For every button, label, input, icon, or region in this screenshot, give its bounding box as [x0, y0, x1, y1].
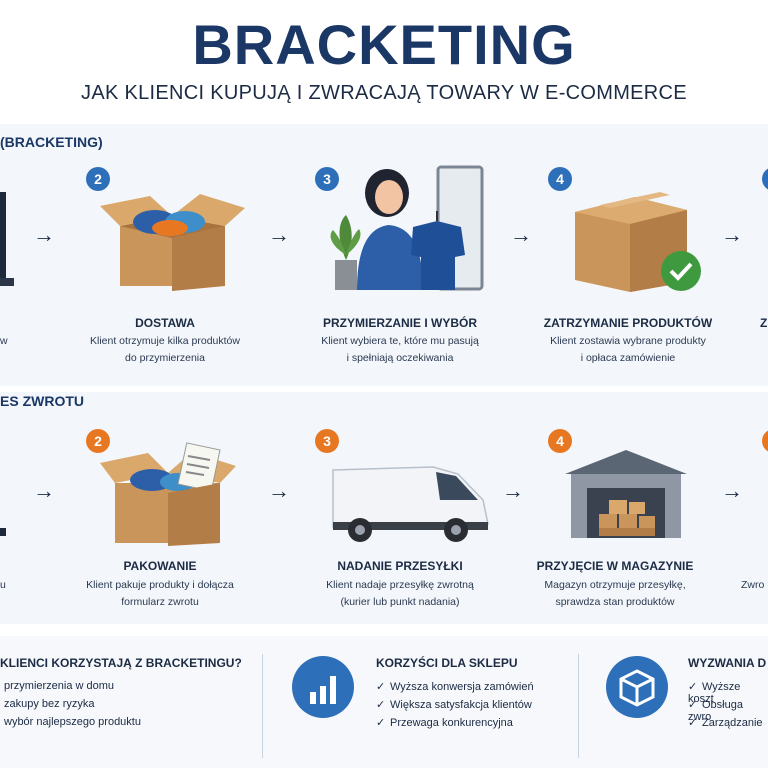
section-label: ES ZWROTU: [0, 393, 84, 409]
list-item: przymierzenia w domu: [4, 680, 115, 692]
packing-box-icon: [100, 438, 240, 553]
check-icon: ✓: [688, 699, 698, 711]
arrow-icon: →: [721, 222, 743, 247]
step-title: PRZYJĘCIE W MAGAZYNIE: [536, 559, 694, 573]
step-title: DOSTAWA: [135, 316, 195, 330]
list-item: wybór najlepszego produktu: [4, 716, 141, 728]
step-number-badge: 4: [548, 167, 572, 191]
section-heading: KORZYŚCI DLA SKLEPU: [376, 656, 518, 670]
step-desc: w: [0, 335, 8, 347]
check-icon: ✓: [688, 717, 698, 729]
list-item: zakupy bez ryzyka: [4, 698, 95, 710]
step-desc: (kurier lub punkt nadania): [340, 596, 460, 608]
divider: [578, 654, 579, 758]
arrow-icon: →: [510, 222, 532, 247]
section-heading: WYZWANIA D: [688, 656, 767, 670]
page-title: BRACKETING: [192, 13, 576, 76]
step-desc: Klient nadaje przesyłkę zwrotną: [326, 579, 474, 591]
closed-box-icon: [575, 192, 705, 297]
step-desc: u: [0, 579, 6, 591]
step-title: NADANIE PRZESYŁKI: [337, 559, 463, 573]
list-item: ✓Zarządzanie: [688, 717, 763, 729]
step-title: ZATRZYMANIE PRODUKTÓW: [543, 316, 713, 330]
step-number-badge: 3: [315, 167, 339, 191]
check-circle-icon: [660, 250, 702, 297]
list-item: ✓Większa satysfakcja klientów: [376, 699, 532, 711]
bar-chart-icon: [292, 656, 354, 718]
arrow-icon: →: [721, 478, 743, 503]
check-icon: ✓: [376, 717, 386, 729]
step-desc: i opłaca zamówienie: [580, 352, 676, 364]
arrow-icon: →: [268, 478, 290, 503]
step-desc: Magazyn otrzymuje przesyłkę,: [544, 579, 686, 591]
step-number-badge: [762, 429, 768, 453]
step-title: Z: [760, 316, 768, 330]
delivery-van-icon: [328, 462, 493, 549]
arrow-icon: →: [33, 478, 55, 503]
step-desc: do przymierzenia: [125, 352, 205, 364]
section-heading: KLIENCI KORZYSTAJĄ Z BRACKETINGU?: [0, 656, 242, 670]
list-item: ✓Wyższa konwersja zamówień: [376, 681, 534, 693]
step-desc: Klient otrzymuje kilka produktów: [90, 335, 240, 347]
list-item: ✓Obsługa zwro: [688, 699, 743, 723]
step-number-badge: 3: [315, 429, 339, 453]
step-desc: Klient wybiera te, które mu pasują: [321, 335, 479, 347]
step-number-badge: 2: [86, 167, 110, 191]
arrow-icon: →: [33, 222, 55, 247]
device-icon: [0, 528, 6, 536]
arrow-icon: →: [268, 222, 290, 247]
step-number-badge: 2: [86, 429, 110, 453]
step-title: PRZYMIERZANIE I WYBÓR: [322, 316, 477, 330]
step-desc: Klient pakuje produkty i dołącza: [86, 579, 234, 591]
step-number-badge: [762, 167, 768, 191]
step-desc: i spełniają oczekiwania: [346, 352, 454, 364]
step-desc: Klient zostawia wybrane produkty: [550, 335, 706, 347]
warehouse-icon: [565, 446, 687, 547]
step-desc: Zwro: [741, 579, 765, 591]
box-icon: [606, 656, 668, 718]
section-label: (BRACKETING): [0, 134, 103, 150]
step-desc: sprawdza stan produktów: [555, 596, 675, 608]
divider: [262, 654, 263, 758]
step-number-badge: 4: [548, 429, 572, 453]
step-title: PAKOWANIE: [123, 559, 197, 573]
arrow-icon: →: [502, 478, 524, 503]
page-subtitle: JAK KLIENCI KUPUJĄ I ZWRACAJĄ TOWARY W E…: [81, 82, 687, 104]
check-icon: ✓: [688, 681, 698, 693]
check-icon: ✓: [376, 699, 386, 711]
woman-trying-clothes-icon: [325, 165, 495, 310]
list-item: ✓Przewaga konkurencyjna: [376, 717, 513, 729]
step-desc: formularz zwrotu: [121, 596, 199, 608]
check-icon: ✓: [376, 681, 386, 693]
open-box-icon: [100, 186, 245, 301]
list-item: ✓Wyższe koszt: [688, 681, 741, 705]
laptop-icon: [0, 192, 14, 290]
